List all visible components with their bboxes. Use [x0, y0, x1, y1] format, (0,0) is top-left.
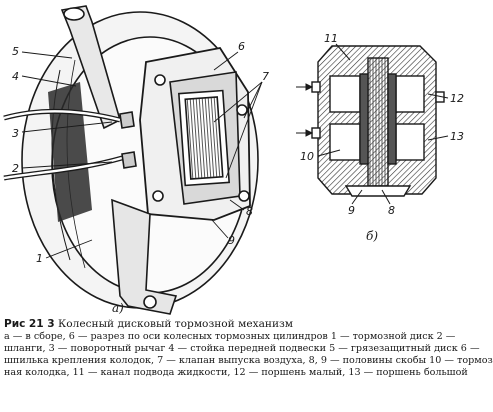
callout-b-9: 9: [348, 204, 355, 217]
caption-title: Колесный дисковый тормозной механизм: [58, 318, 294, 330]
callout-a-8: 8: [246, 205, 253, 218]
subfigure-b-label: б): [366, 229, 378, 243]
callout-b-11: 11: [324, 32, 338, 45]
callout-a-3: 3: [12, 127, 19, 140]
callout-a-4: 4: [12, 70, 19, 83]
callout-a-7: 7: [262, 70, 269, 83]
caption-fig-number: 21 3: [28, 318, 55, 330]
disc-brake-illustration: 5 4 3 2 1 6 7 8 9 а): [3, 5, 464, 315]
figure-caption: Рис 21 3 Колесный дисковый тормозной мех…: [4, 318, 493, 379]
caption-line-4: ная колодка, 11 — канал подвода жидкости…: [4, 366, 468, 378]
callout-a-2: 2: [12, 162, 19, 175]
page: 5 4 3 2 1 6 7 8 9 а): [3, 5, 493, 379]
pad-right: [387, 73, 397, 165]
piston-upper-left: [329, 75, 361, 113]
figure-b: [296, 43, 449, 205]
subfigure-a-label: а): [112, 301, 124, 315]
callout-b-8: 8: [388, 204, 395, 217]
callout-b-10: 10: [300, 150, 314, 163]
callout-a-5: 5: [12, 45, 19, 58]
piston-lower-right: [395, 123, 425, 161]
caption-fig-label: Рис: [4, 318, 26, 330]
caption-title-line: Рис 21 3 Колесный дисковый тормозной мех…: [4, 318, 470, 331]
callout-a-6: 6: [238, 40, 245, 53]
caption-line-3: шпилька крепления колодок, 7 — клапан вы…: [4, 354, 493, 366]
disc-section: [367, 57, 389, 187]
piston-upper-right: [395, 75, 425, 113]
caption-line-2: шланги, 3 — поворотный рычаг 4 — стойка …: [4, 342, 480, 354]
callout-b-13: 13: [450, 130, 464, 143]
piston-lower-left: [329, 123, 361, 161]
figure-a: [3, 5, 263, 315]
pad-left: [359, 73, 369, 165]
callout-b-12: 12: [450, 92, 464, 105]
callout-a-1: 1: [36, 252, 43, 265]
callout-a-9: 9: [228, 234, 235, 247]
steering-arm-shape: [111, 198, 178, 315]
caption-line-1: а — в сборе, 6 — разрез по оси колесных …: [4, 331, 456, 342]
